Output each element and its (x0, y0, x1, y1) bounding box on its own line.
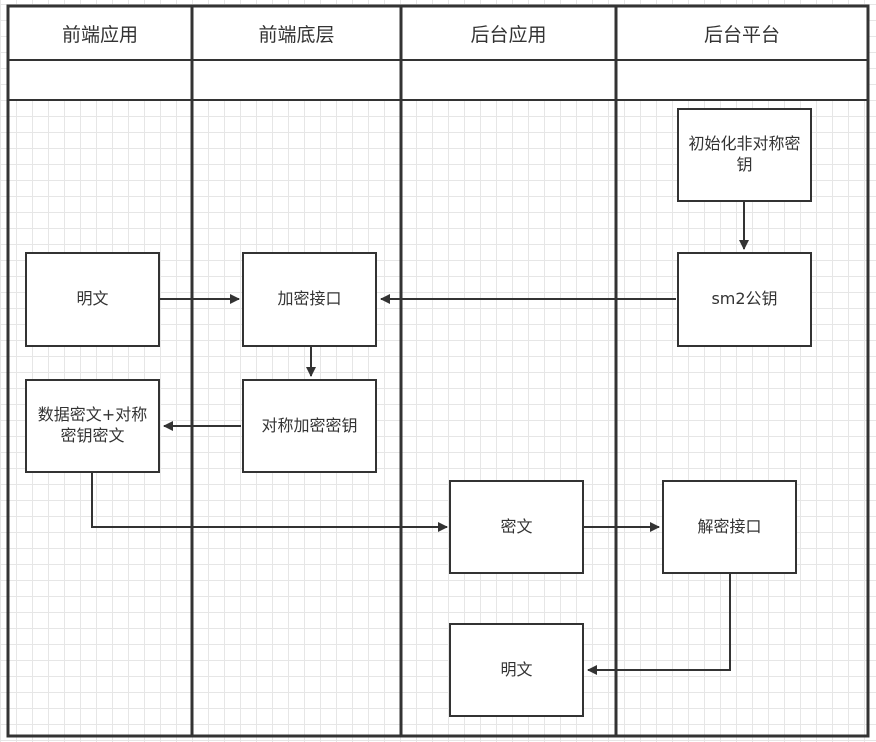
header-band (8, 6, 868, 101)
node-plaintext-output: 明文 (449, 623, 584, 717)
node-symmetric-key: 对称加密密钥 (242, 379, 377, 473)
node-sm2-public-key: sm2公钥 (677, 252, 812, 347)
lane-title-frontend-app: 前端应用 (61, 23, 138, 46)
lane-title-backend-app: 后台应用 (470, 23, 547, 46)
node-ciphertext: 密文 (449, 480, 584, 574)
node-plaintext-input: 明文 (25, 252, 160, 347)
node-data-ciphertext: 数据密文+对称密钥密文 (25, 379, 160, 473)
outer-border (6, 4, 870, 738)
arrow-decrypt-to-plaintext (587, 574, 731, 675)
lane-title-backend-platform: 后台平台 (703, 23, 780, 46)
lane-title-frontend-base: 前端底层 (258, 23, 335, 46)
node-init-asymmetric-keys: 初始化非对称密钥 (677, 108, 812, 202)
node-encrypt-api: 加密接口 (242, 252, 377, 347)
node-decrypt-api: 解密接口 (662, 480, 797, 574)
arrow-data-to-ciphertext (91, 473, 448, 532)
